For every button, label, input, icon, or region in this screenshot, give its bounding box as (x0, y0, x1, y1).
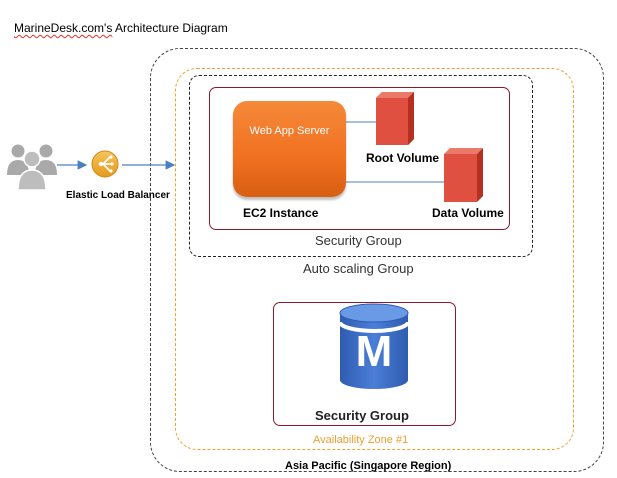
region-label: Asia Pacific (Singapore Region) (285, 460, 452, 472)
title-company: MarineDesk.com's (14, 21, 113, 35)
availability-zone-label: Availability Zone #1 (313, 434, 409, 446)
security-group-db-boundary (273, 302, 456, 426)
database-letter: M (355, 327, 393, 376)
data-volume-icon (444, 148, 483, 202)
auto-scaling-group-label: Auto scaling Group (303, 261, 414, 276)
load-balancer-icon (91, 150, 119, 178)
availability-zone-boundary (175, 68, 574, 450)
diagram-title: MarineDesk.com's Architecture Diagram (14, 21, 228, 35)
database-icon (338, 303, 410, 389)
auto-scaling-group-boundary (189, 75, 533, 257)
security-group-ec2-boundary (209, 87, 510, 230)
root-volume-label: Root Volume (366, 151, 440, 165)
users-icon (7, 144, 57, 191)
region-boundary (150, 48, 604, 472)
ec2-instance-box (233, 101, 346, 197)
root-volume-icon (376, 92, 414, 145)
security-group-ec2-label: Security Group (315, 233, 402, 248)
load-balancer-label: Elastic Load Balancer (66, 190, 170, 201)
web-app-server-label: Web App Server (249, 125, 330, 137)
security-group-db-label: Security Group (315, 408, 409, 423)
data-volume-label: Data Volume (432, 206, 504, 220)
ec2-instance-label: EC2 Instance (243, 206, 319, 220)
title-rest: Architecture Diagram (112, 21, 228, 35)
